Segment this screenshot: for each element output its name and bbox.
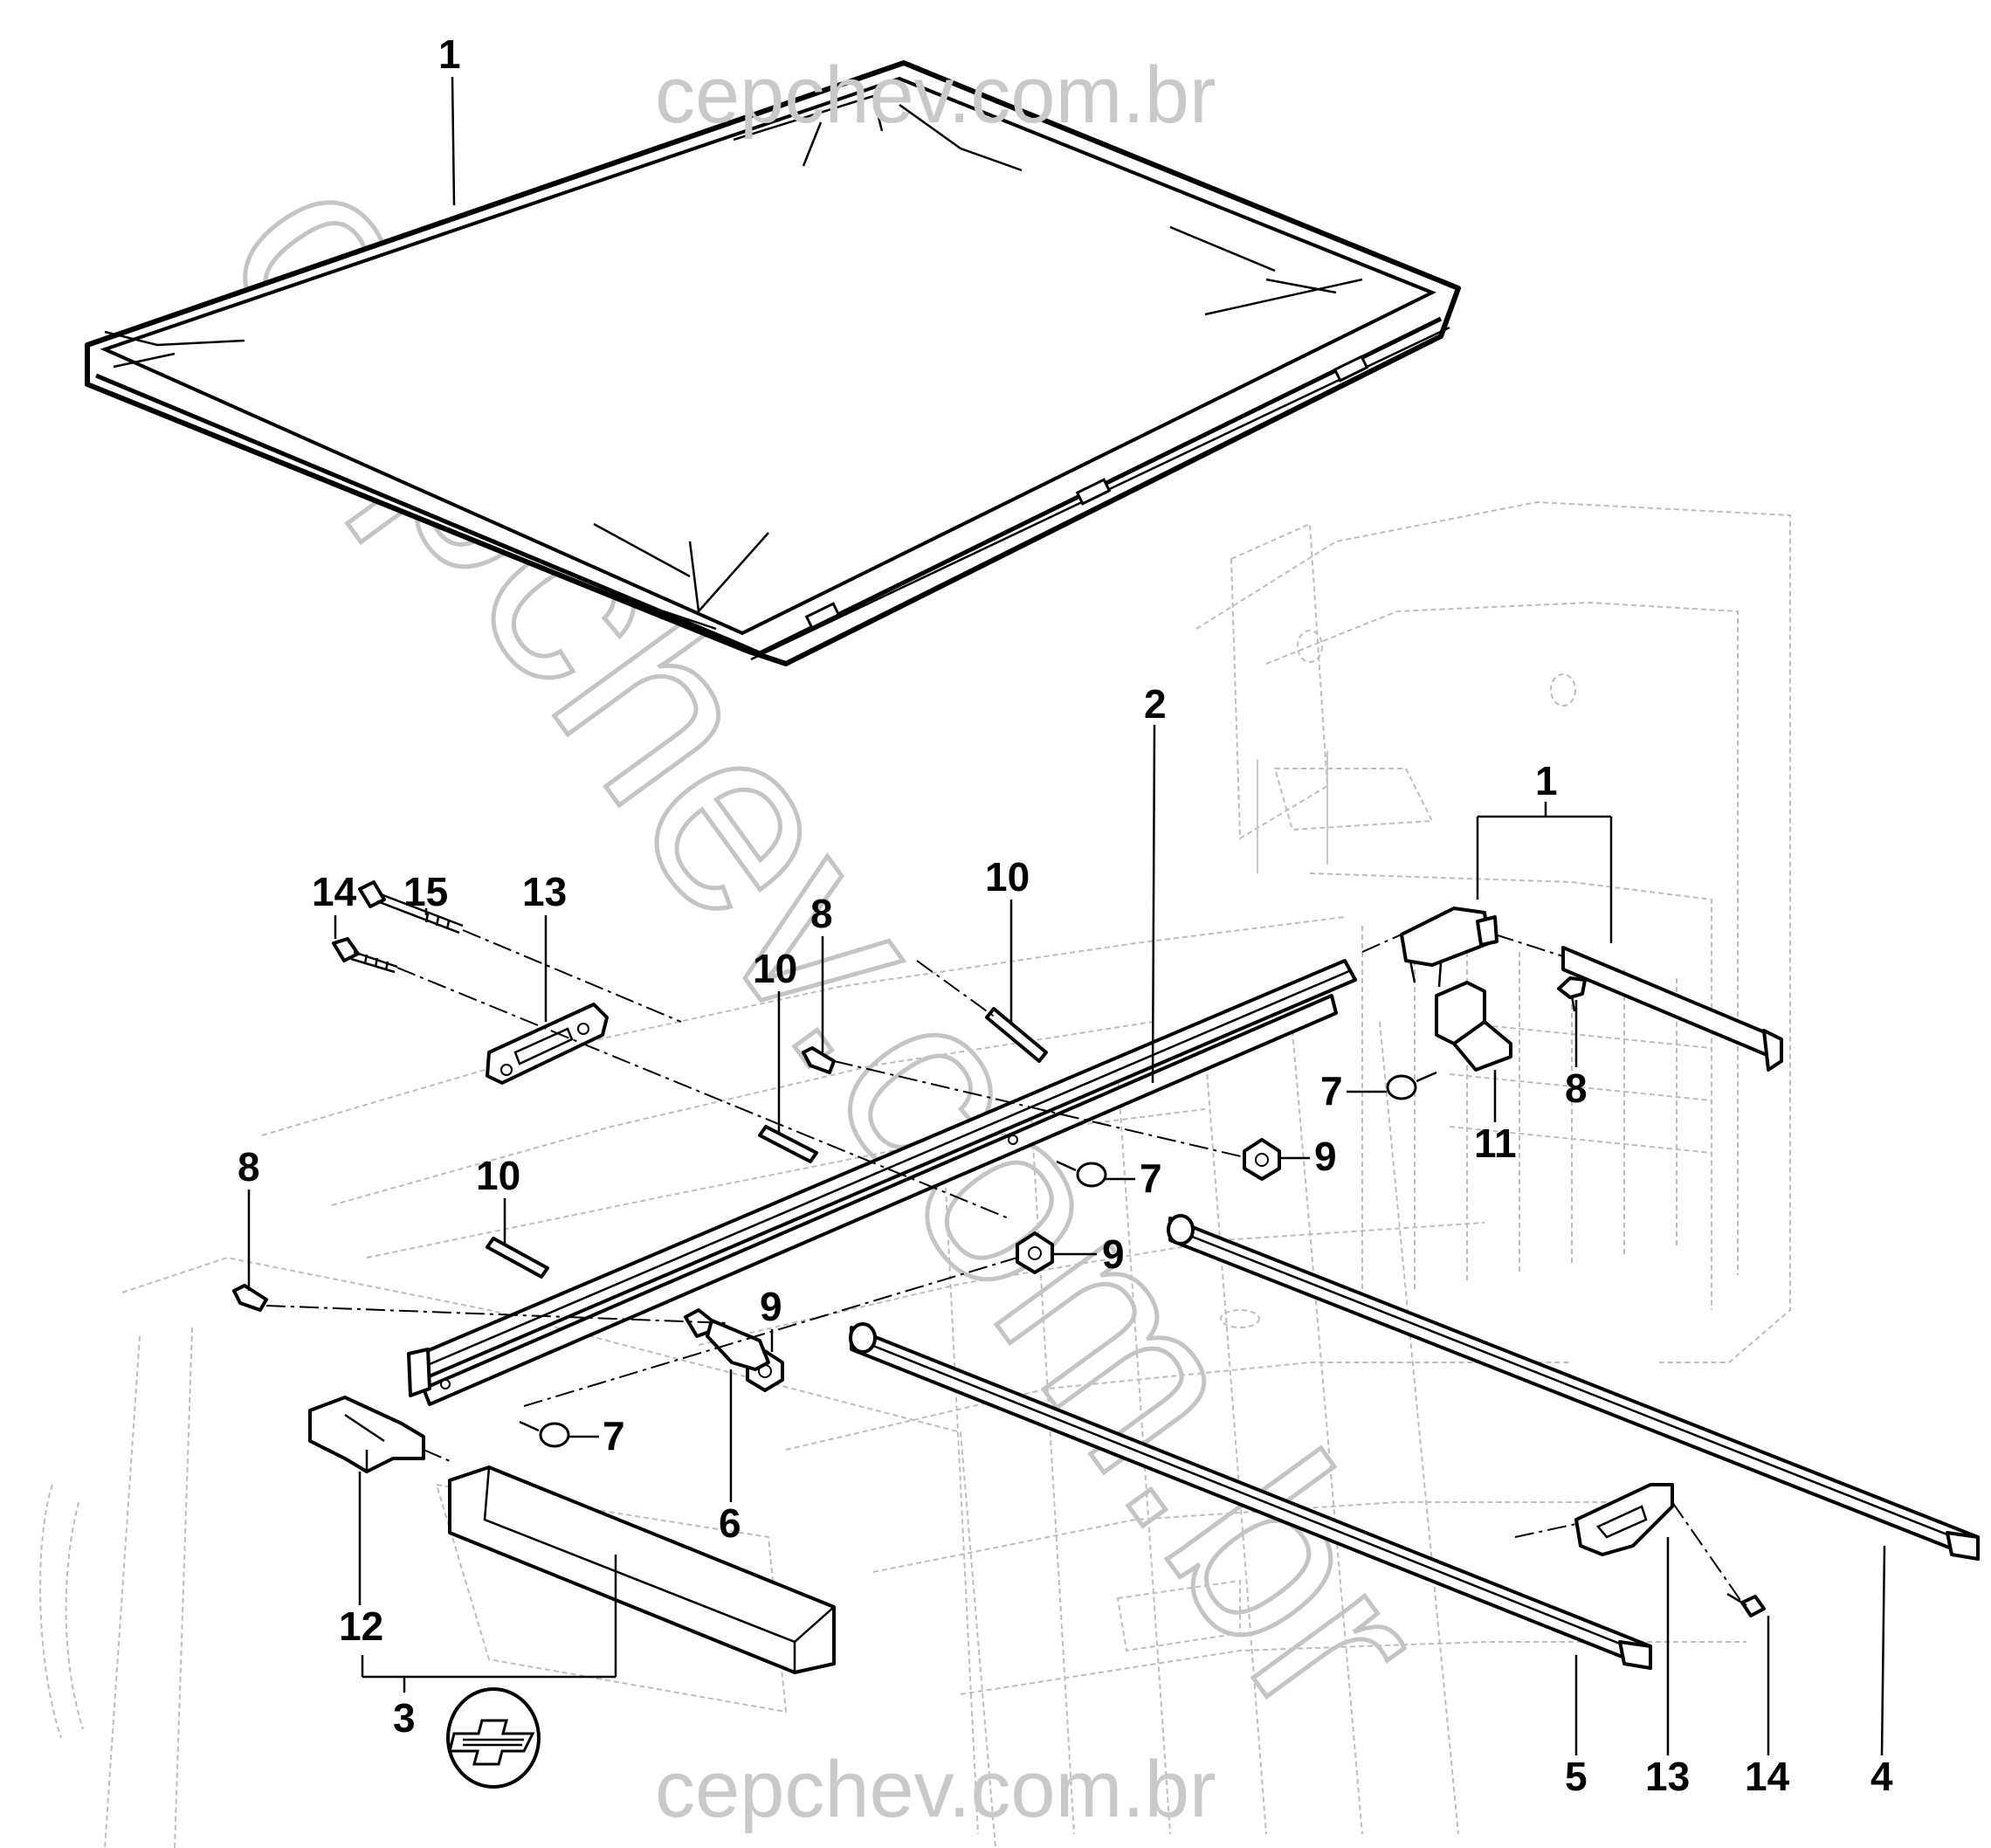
- callout-end-bracket-set: 1: [1535, 758, 1558, 803]
- callout-latch-stud: 6: [719, 1500, 741, 1546]
- callout-tonneau-cover: 1: [438, 31, 461, 77]
- nut-right: [1243, 1138, 1281, 1181]
- stud-left: [232, 1284, 268, 1312]
- nut-center: [1016, 1231, 1054, 1274]
- front-rail: [407, 959, 1357, 1406]
- callout-pin-top: 10: [985, 854, 1030, 900]
- handle-right: [1574, 1483, 1674, 1556]
- latch-stud: [684, 1308, 770, 1371]
- pin-top: [985, 1007, 1048, 1063]
- tonneau-cover: [85, 60, 1461, 666]
- assembly-lines: [265, 929, 1743, 1603]
- right-rail: [1167, 1214, 1980, 1561]
- callout-tailgate-rail: 3: [393, 1695, 416, 1741]
- callout-screw-front: 7: [603, 1413, 625, 1458]
- clip-bracket: [1435, 981, 1512, 1072]
- end-bracket-set: [1400, 907, 1783, 1072]
- long-bolt: [358, 880, 464, 934]
- callout-stud-right: 8: [1565, 1065, 1588, 1111]
- callout-pin-left: 10: [476, 1153, 520, 1198]
- screw-front: [519, 1420, 570, 1448]
- callout-long-bolt: 15: [403, 869, 448, 914]
- callout-clip-bracket: 11: [1474, 1121, 1517, 1166]
- watermark-bottom: cepchev.com.br: [655, 1745, 1216, 1834]
- stud-center: [802, 1046, 836, 1074]
- watermark-top: cepchev.com.br: [655, 51, 1216, 140]
- bolt-right: [1726, 1592, 1766, 1617]
- callout-nut-front: 9: [760, 1284, 782, 1329]
- callout-stud-left: 8: [238, 1144, 260, 1189]
- handle-left: [486, 1003, 609, 1085]
- callout-front-rail: 2: [1144, 681, 1167, 727]
- screw-center: [1056, 1160, 1107, 1188]
- callout-bolt-left: 14: [312, 869, 357, 914]
- callout-pin-middle: 10: [753, 946, 797, 991]
- screw-right: [1386, 1071, 1437, 1100]
- callout-stud-center: 8: [810, 891, 833, 936]
- callout-right-rail: 4: [1870, 1754, 1893, 1799]
- callout-bolt-right: 14: [1745, 1754, 1790, 1799]
- callout-left-rail: 5: [1565, 1754, 1588, 1799]
- callout-nut-center: 9: [1102, 1231, 1125, 1277]
- callout-handle-left: 13: [522, 869, 567, 914]
- tailgate-rail: [448, 1465, 836, 1674]
- bolt-left: [332, 937, 398, 974]
- callout-handle-right: 13: [1645, 1754, 1690, 1799]
- callout-tailgate-bracket: 12: [339, 1603, 383, 1649]
- callout-screw-center: 7: [1140, 1155, 1162, 1201]
- tailgate-bracket: [308, 1396, 425, 1473]
- callout-nut-right: 9: [1314, 1134, 1337, 1179]
- truck-bed-outline: [39, 500, 1791, 1848]
- stud-right: [1557, 976, 1587, 1012]
- pin-middle: [758, 1125, 818, 1163]
- chevrolet-emblem: [446, 1687, 541, 1789]
- pin-left: [486, 1237, 549, 1279]
- left-rail: [849, 1322, 1652, 1670]
- callout-screw-right: 7: [1320, 1068, 1343, 1114]
